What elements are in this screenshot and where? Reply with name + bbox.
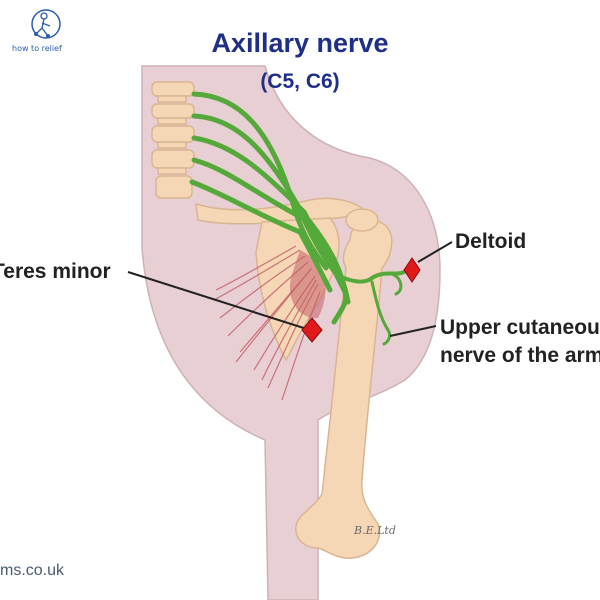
- acromion: [346, 209, 378, 231]
- diagram-subtitle: (C5, C6): [0, 70, 600, 94]
- label-upper-cutaneous-line2: nerve of the arm: [440, 344, 600, 368]
- label-teres-minor: Teres minor: [0, 260, 111, 284]
- artist-signature: B.E.Ltd: [354, 524, 396, 537]
- watermark-url: ms.co.uk: [0, 562, 64, 580]
- label-deltoid: Deltoid: [455, 230, 526, 254]
- label-upper-cutaneous-line1: Upper cutaneous: [440, 316, 600, 340]
- diagram-title: Axillary nerve: [0, 28, 600, 59]
